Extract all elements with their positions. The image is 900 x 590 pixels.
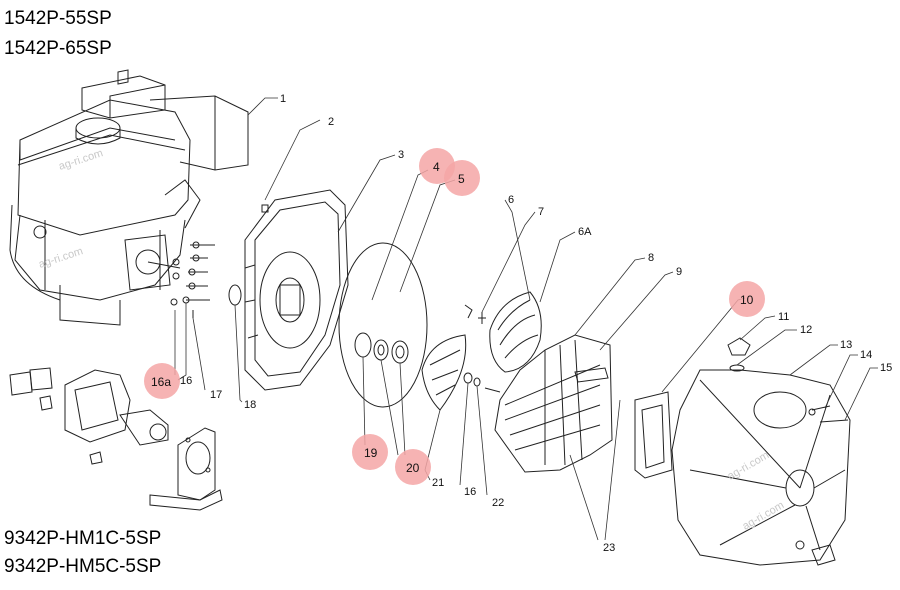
callout-circle-10 [729, 281, 765, 317]
watermark-1: ag-ri.com [57, 147, 104, 173]
o-ring [354, 332, 372, 358]
engine-model-1: 1542P-55SP [4, 8, 112, 29]
part-label-2: 2 [328, 116, 334, 128]
part-labels: 1 2 3 4 5 6 7 6A 8 9 10 11 12 13 14 15 1… [151, 93, 892, 554]
part-label-6a: 6A [578, 226, 592, 238]
part-label-17: 17 [210, 389, 222, 401]
part-label-22: 22 [492, 497, 504, 509]
engine-drawing [9, 69, 249, 326]
part-label-19: 19 [364, 446, 378, 460]
valve-gasket [634, 391, 673, 479]
pump-bracket [244, 189, 349, 391]
part-label-23: 23 [603, 542, 615, 554]
part-label-16-lower: 16 [464, 486, 476, 498]
part-label-16: 16 [180, 375, 192, 387]
callout-circle-19 [352, 434, 388, 470]
part-label-9: 9 [676, 266, 682, 278]
part-label-4: 4 [433, 160, 440, 174]
part-label-20: 20 [406, 461, 420, 475]
impeller [464, 291, 542, 373]
mechanical-seals [373, 339, 409, 364]
callout-circle-20 [395, 449, 431, 485]
part-label-7: 7 [538, 206, 544, 218]
hydraulic-model-1: 9342P-HM1C-5SP [4, 528, 162, 549]
gasket-ring [338, 242, 428, 408]
part-label-13: 13 [840, 339, 852, 351]
leader-lines [174, 97, 878, 541]
engine-bolts [170, 204, 269, 318]
part-label-8: 8 [648, 252, 654, 264]
part-label-15: 15 [880, 362, 892, 374]
impeller-back [421, 334, 467, 411]
part-label-6: 6 [508, 194, 514, 206]
part-label-11: 11 [778, 311, 789, 323]
highlight-callouts [144, 148, 765, 485]
callout-circle-5 [444, 160, 480, 196]
watermark-4: ag-ri.com [741, 499, 787, 532]
part-label-16a: 16a [151, 375, 171, 389]
engine-model-2: 1542P-65SP [4, 38, 112, 59]
part-label-18: 18 [244, 399, 256, 411]
part-label-14: 14 [860, 349, 872, 361]
watermark-3: ag-ri.com [726, 449, 772, 482]
part-label-3: 3 [398, 149, 404, 161]
pump-housing [671, 369, 851, 566]
hydraulic-model-2: 9342P-HM5C-5SP [4, 556, 162, 577]
part-label-21: 21 [432, 477, 444, 489]
motor-mount-bracket [149, 427, 223, 511]
part-label-10: 10 [740, 293, 754, 307]
part-label-5: 5 [458, 172, 465, 186]
hydraulic-motor-drawing [9, 367, 169, 465]
part-label-12: 12 [800, 324, 812, 336]
diffuser [494, 334, 613, 473]
watermark-2: ag-ri.com [37, 245, 84, 271]
priming-plug [727, 337, 751, 356]
callout-circle-16a [144, 363, 180, 399]
part-label-1: 1 [280, 93, 286, 105]
